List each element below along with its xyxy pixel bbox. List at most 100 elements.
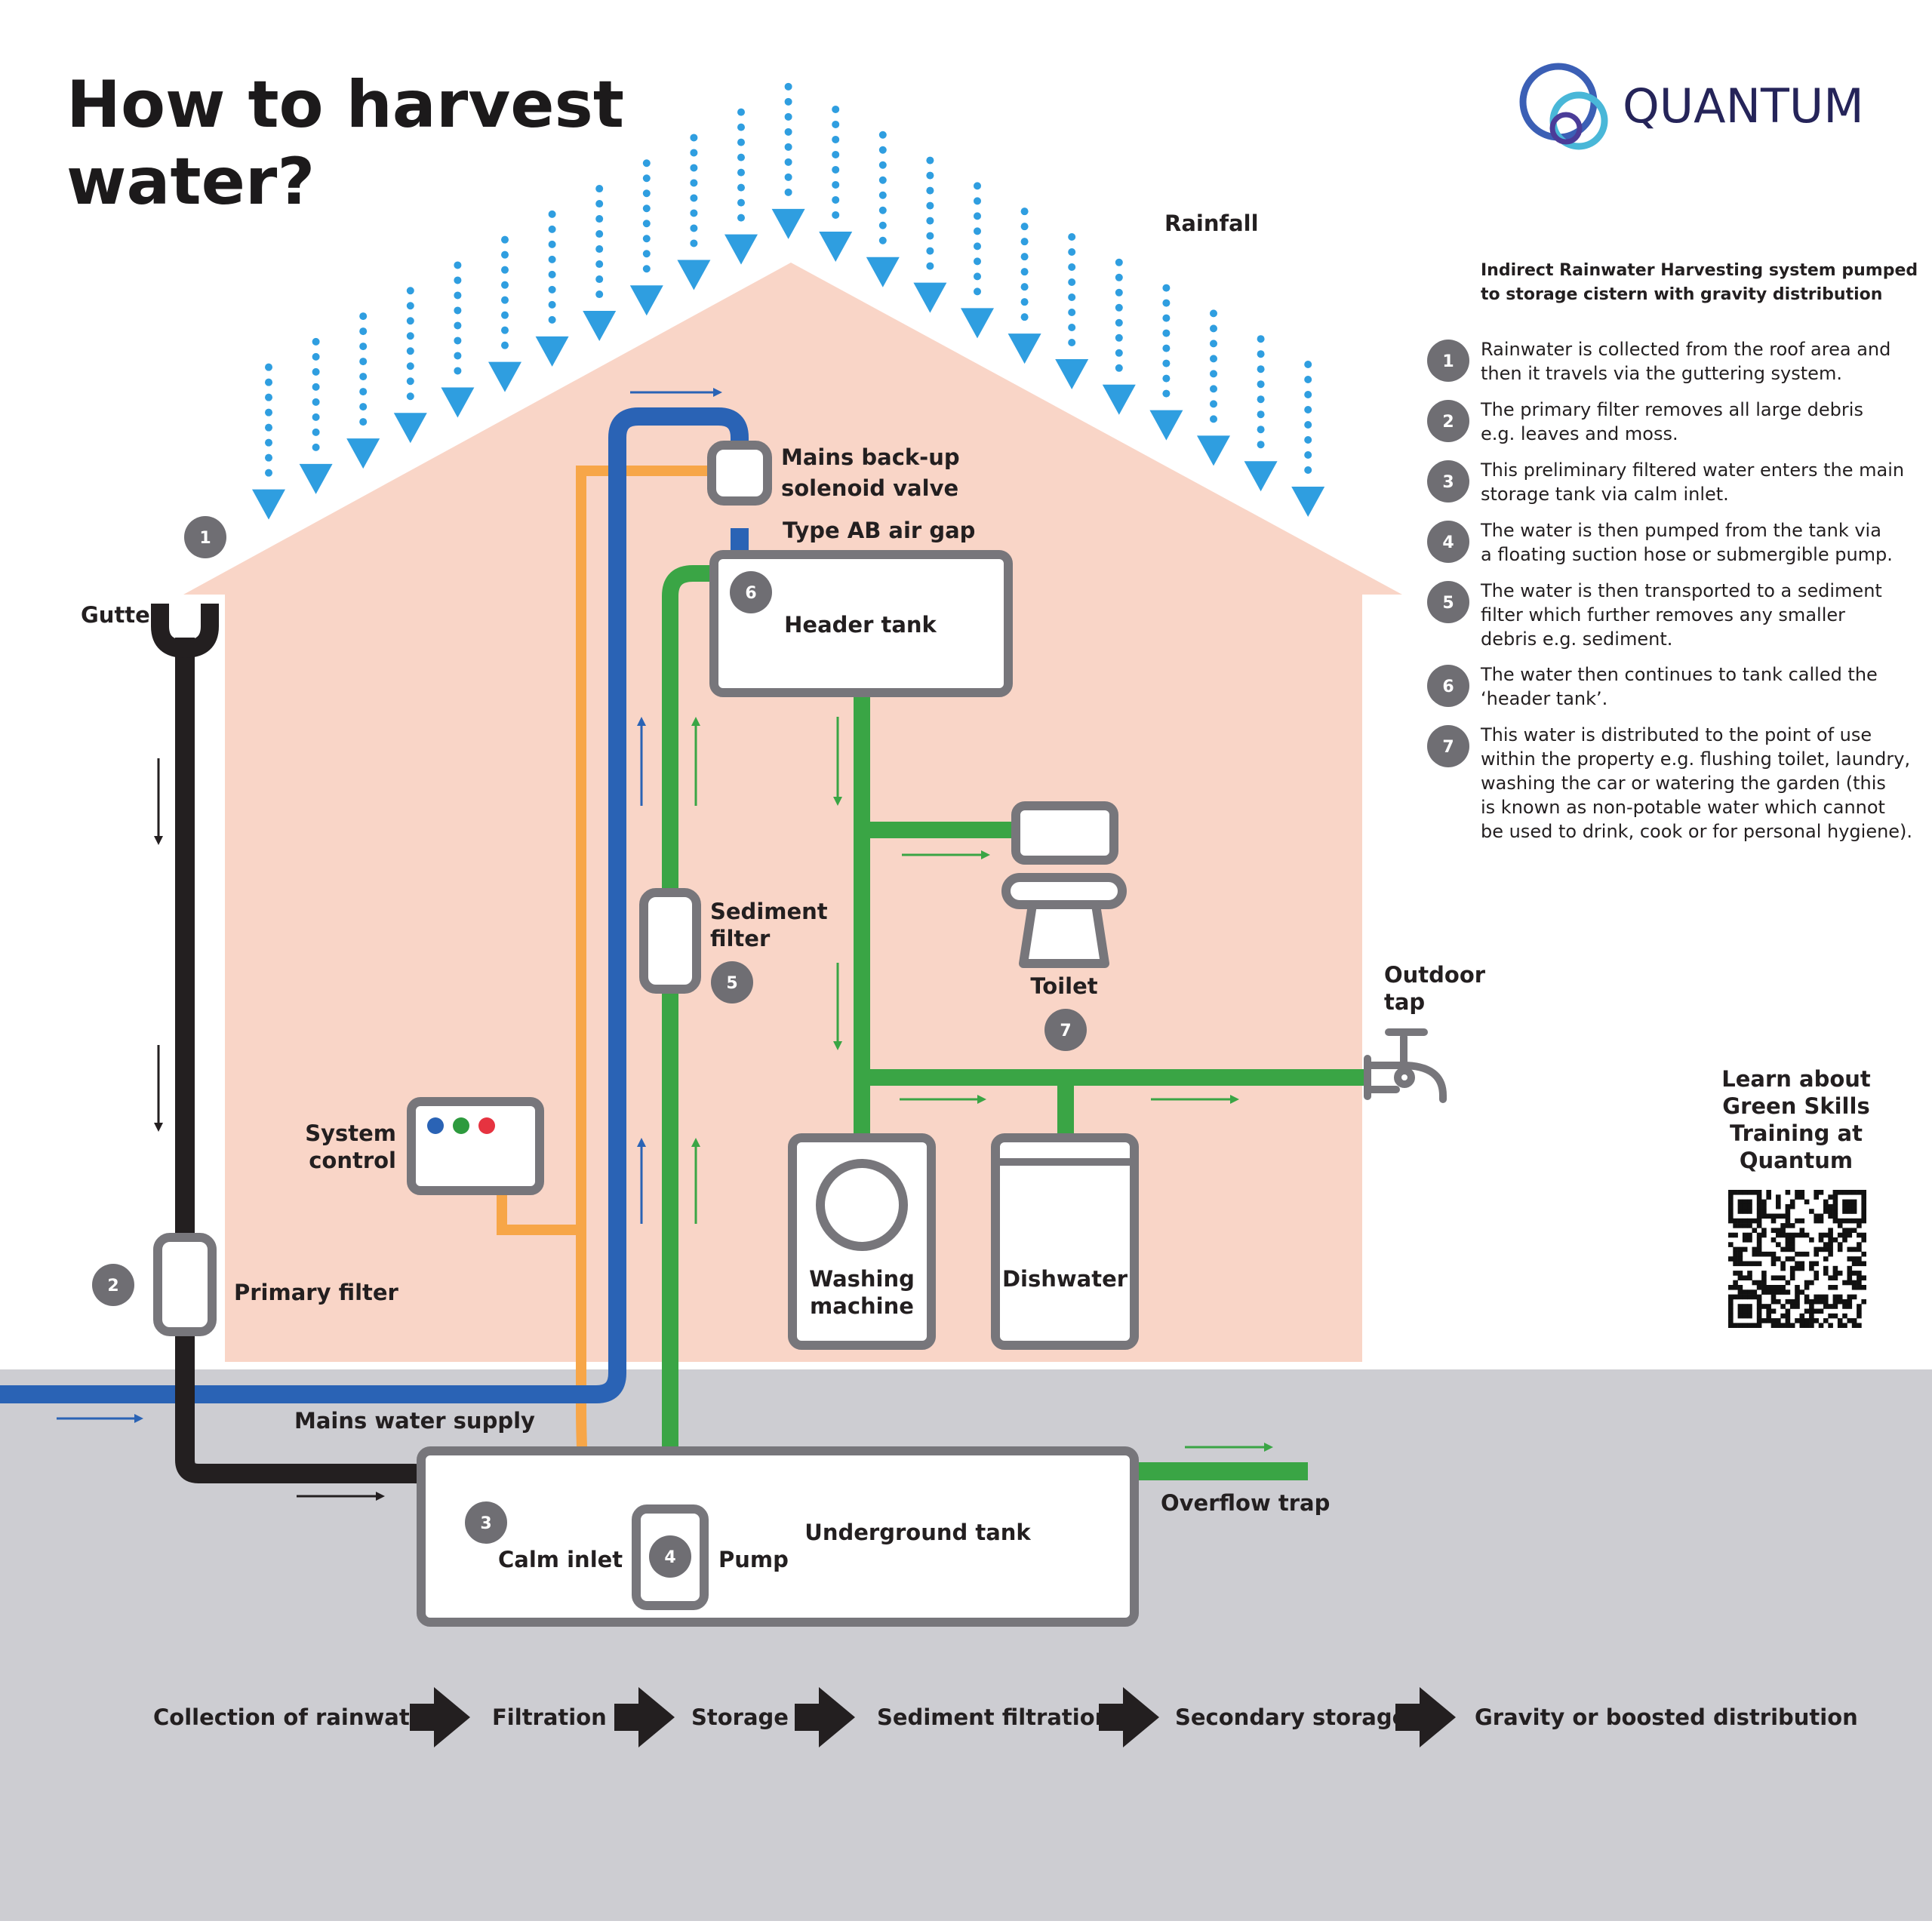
header-tank	[709, 550, 1013, 697]
learn-line-1: Learn about	[1721, 1066, 1871, 1092]
control-cable-to-system	[497, 1192, 581, 1235]
toilet-icon	[1001, 801, 1127, 968]
logo-text: QUANTUM	[1623, 78, 1864, 134]
rain-drop-column	[393, 287, 427, 444]
badge-7: 7	[1044, 1009, 1087, 1051]
washing-machine-label-1: Washing	[809, 1266, 915, 1292]
diagram-badges: 1 2 3 4 5 6 7	[92, 516, 1087, 1578]
badge-1: 1	[184, 516, 226, 558]
step-number: 2	[1442, 413, 1454, 432]
dishwater-label: Dishwater	[1002, 1266, 1128, 1292]
outdoor-tap-icon	[1364, 1028, 1447, 1103]
pump-to-header-pipe	[662, 565, 717, 1509]
rain-drop-column	[913, 156, 947, 313]
control-cable-to-valve	[576, 466, 724, 1403]
rain-drop-column	[252, 363, 285, 520]
step-number: 6	[1442, 678, 1454, 696]
mains-supply-label: Mains water supply	[294, 1408, 535, 1434]
step-number: 4	[1442, 533, 1454, 552]
badge-6: 6	[730, 571, 772, 613]
step-text-line: The water is then transported to a sedim…	[1480, 580, 1882, 601]
sidebar-heading-1: Indirect Rainwater Harvesting system pum…	[1481, 261, 1918, 280]
process-arrow-icon	[795, 1687, 855, 1747]
process-arrow-icon	[1099, 1687, 1159, 1747]
rain-drop-column	[724, 108, 758, 265]
rain-drop-column	[1055, 232, 1089, 389]
quantum-logo: QUANTUM	[1519, 63, 1864, 150]
rain-drop-column	[299, 337, 333, 494]
green-indicator-light	[453, 1117, 469, 1134]
step-badge	[1427, 581, 1469, 623]
svg-text:6: 6	[745, 584, 756, 603]
svg-text:7: 7	[1060, 1022, 1071, 1040]
step-text-line: then it travels via the guttering system…	[1481, 363, 1842, 384]
quantum-rings-logo-icon	[1519, 63, 1608, 150]
badge-4: 4	[649, 1535, 691, 1578]
step-text-line: debris e.g. sediment.	[1481, 629, 1672, 650]
rainfall-label: Rainfall	[1164, 211, 1259, 236]
step-text-line: filter which further removes any smaller	[1481, 604, 1845, 625]
sediment-filter-label-2: filter	[710, 926, 771, 951]
rain-drop-column	[629, 159, 663, 316]
learn-line-4: Quantum	[1740, 1148, 1853, 1173]
step-text-line: be used to drink, cook or for personal h…	[1481, 821, 1912, 842]
underground-tank	[417, 1446, 1139, 1627]
step-badge	[1427, 725, 1469, 767]
step-number: 7	[1442, 738, 1454, 757]
learn-line-2: Green Skills	[1722, 1093, 1869, 1119]
underground-tank-label: Underground tank	[804, 1520, 1031, 1545]
sidebar-heading-2: to storage cistern with gravity distribu…	[1481, 285, 1882, 304]
svg-text:5: 5	[726, 974, 737, 993]
sediment-filter	[639, 888, 701, 994]
rain-drop-column	[1102, 258, 1136, 415]
outdoor-tap-label-2: tap	[1384, 989, 1425, 1015]
step-text-line: within the property e.g. flushing toilet…	[1481, 748, 1910, 770]
sidebar-steps: Indirect Rainwater Harvesting system pum…	[1427, 261, 1918, 842]
system-control-label-1: System	[305, 1120, 396, 1146]
step-text-line: e.g. leaves and moss.	[1481, 423, 1678, 444]
process-arrow-icon	[614, 1687, 675, 1747]
step-text-line: The water is then pumped from the tank v…	[1480, 520, 1881, 541]
pump-label: Pump	[718, 1547, 789, 1572]
rain-drop-column	[1244, 335, 1278, 492]
washing-machine-label-2: machine	[810, 1293, 914, 1319]
qr-code-icon[interactable]	[1725, 1187, 1869, 1331]
rain-drop-column	[866, 131, 900, 287]
learn-line-3: Training at	[1730, 1120, 1863, 1146]
process-arrow-icon	[1395, 1687, 1456, 1747]
step-text-line: This water is distributed to the point o…	[1480, 724, 1872, 745]
solenoid-valve	[707, 441, 772, 506]
sidebar-step: 7 This water is distributed to the point …	[1427, 724, 1912, 842]
dishwasher-icon	[991, 1133, 1139, 1350]
process-step: Secondary storage	[1175, 1704, 1407, 1730]
page-title-line-2: water?	[66, 144, 315, 220]
svg-text:4: 4	[664, 1548, 675, 1567]
header-tank-label: Header tank	[784, 612, 937, 638]
learn-block: Learn about Green Skills Training at Qua…	[1721, 1066, 1871, 1331]
rain-drop-column	[1149, 284, 1183, 441]
gutter-label: Gutter	[81, 602, 162, 628]
rainfall-drops	[252, 82, 1325, 520]
rain-drop-column	[819, 105, 853, 262]
air-gap-label: Type AB air gap	[783, 518, 975, 543]
sediment-filter-label-1: Sediment	[710, 899, 828, 924]
badge-3: 3	[465, 1501, 507, 1544]
washing-machine-icon	[788, 1133, 936, 1350]
process-step: Collection of rainwater	[153, 1704, 435, 1730]
process-step: Sediment filtration	[877, 1704, 1110, 1730]
step-text-line: The primary filter removes all large deb…	[1480, 399, 1863, 420]
flow-arrows	[57, 388, 1273, 1501]
mains-water-pipe	[0, 407, 749, 1403]
rain-drop-column	[1008, 207, 1041, 364]
step-number: 1	[1442, 352, 1454, 371]
process-step: Storage	[691, 1704, 789, 1730]
step-text-line: storage tank via calm inlet.	[1481, 484, 1729, 505]
rain-drop-column	[961, 182, 994, 339]
calm-inlet-label: Calm inlet	[498, 1547, 623, 1572]
step-badge	[1427, 400, 1469, 442]
rain-drop-column	[441, 261, 475, 418]
